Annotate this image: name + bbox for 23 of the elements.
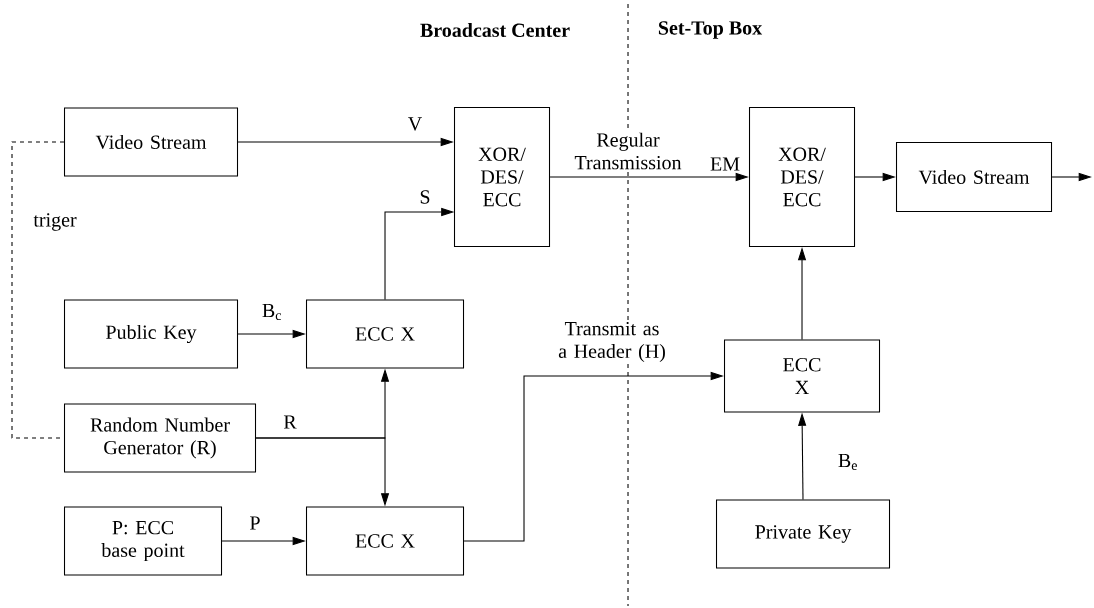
edge-label: B$_{c}$	[260, 302, 284, 322]
edge-label: B$_{e}$	[836, 452, 860, 472]
edge-label: Transmit as a Header (H)	[551, 320, 673, 364]
process-box: Public Key	[63, 299, 239, 369]
edge-label: triger	[32, 211, 78, 233]
transmission-label: Regular Transmission	[560, 131, 696, 171]
process-box: Video Stream	[895, 141, 1053, 213]
edge-label: R	[282, 414, 298, 430]
edge-label: S	[418, 188, 432, 206]
edge-label: P	[248, 515, 262, 531]
edge-label: EM	[708, 156, 742, 172]
process-box: ECC X	[723, 339, 881, 413]
process-box: Private Key	[715, 499, 891, 569]
process-box: Random Number Generator (R)	[63, 403, 257, 473]
process-box: P: ECC base point	[63, 506, 223, 576]
section-heading: Broadcast Center	[420, 22, 570, 38]
process-box: Video Stream	[63, 107, 239, 177]
edge-label: V	[406, 115, 424, 133]
section-heading: Set-Top Box	[658, 21, 763, 39]
process-box: ECC X	[305, 299, 465, 369]
process-box: ECC X	[305, 506, 465, 576]
process-box: XOR/ DES/ ECC	[453, 106, 551, 248]
process-box: XOR/ DES/ ECC	[748, 106, 856, 248]
